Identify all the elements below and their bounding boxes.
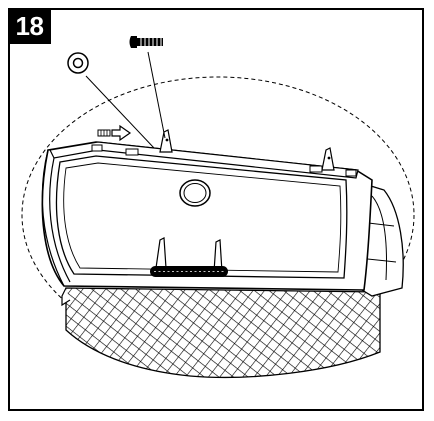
- lid-left-edge: [41, 149, 71, 287]
- leader-line: [85, 75, 155, 149]
- step-number-badge: 18: [8, 8, 51, 44]
- grill-body-edge: [371, 195, 387, 281]
- lid-inner-edge: [63, 162, 342, 273]
- mounting-tab-icon: [159, 129, 173, 153]
- screw-icon: [129, 36, 163, 48]
- grate-corner: [61, 287, 71, 307]
- mounting-tab-icon: [321, 147, 335, 171]
- washer-icon: [67, 52, 89, 74]
- leader-line: [147, 51, 166, 139]
- grill-grate-mesh: [65, 287, 381, 378]
- rim-clip-tab: [345, 169, 357, 177]
- direction-arrow-icon: [97, 124, 132, 142]
- detail-callout-ellipse: [21, 76, 415, 354]
- rim-clip-tab: [91, 144, 103, 152]
- lid-handle-icon: [150, 237, 228, 277]
- rim-clip-tab: [309, 165, 323, 173]
- lid-knob-icon: [179, 179, 211, 207]
- lid-inner-panel: [55, 155, 348, 279]
- rim-clip-tab: [125, 148, 139, 156]
